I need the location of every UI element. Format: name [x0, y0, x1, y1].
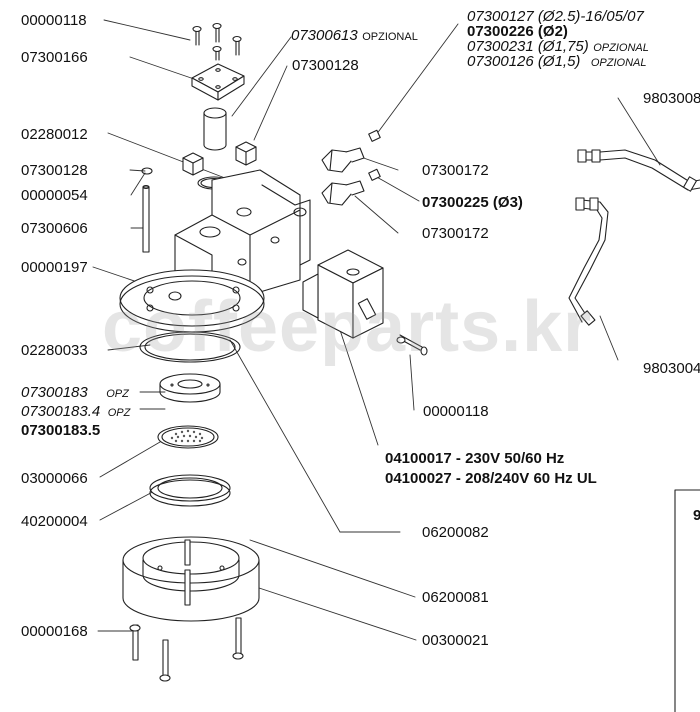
pipe-9803008: [577, 149, 700, 192]
label-07300606: 07300606: [21, 220, 88, 237]
label-07300183-5: 07300183.5: [21, 422, 101, 439]
washer-00000054: [141, 167, 153, 175]
pin-07300606: [142, 184, 150, 253]
nut-right: [235, 141, 257, 166]
pipe-9803004: [568, 197, 609, 326]
label-07300613-opz: OPZIONAL: [362, 31, 418, 43]
label-00000118-top: 00000118: [21, 12, 87, 29]
label-02280033: 02280033: [21, 342, 88, 359]
label-9-edge: 9: [693, 507, 700, 524]
label-07300226: 07300226 (Ø2): [467, 23, 568, 40]
top-plate: [191, 63, 245, 101]
shower-holder: [159, 373, 221, 403]
label-07300613-group: 07300613 OPZIONAL: [291, 28, 418, 44]
coil-screw: [396, 334, 428, 356]
label-07300126: 07300126 (Ø1,5): [467, 53, 581, 70]
label-07300166: 07300166: [21, 49, 88, 66]
label-07300127: 07300127 (Ø2.5)-16/05/07: [467, 8, 644, 25]
next-sheet-frame: [674, 489, 700, 712]
fitting-upper: [321, 147, 365, 173]
solenoid-coil: [302, 249, 384, 339]
shower-screen: [157, 425, 219, 449]
label-07300613: 07300613: [291, 27, 358, 44]
label-00300021: 00300021: [422, 632, 489, 649]
label-07300172-a: 07300172: [422, 162, 489, 179]
label-07300231-opz: OPZIONAL: [593, 42, 649, 54]
label-07300225: 07300225 (Ø3): [422, 194, 523, 211]
bottom-screws: [129, 569, 244, 682]
label-03000066: 03000066: [21, 470, 88, 487]
group-ring: [122, 536, 260, 622]
label-07300128-b: 07300128: [21, 162, 88, 179]
label-07300126-group: 07300126 (Ø1,5) OPZIONAL: [467, 54, 647, 70]
label-06200082: 06200082: [422, 524, 489, 541]
label-00000197: 00000197: [21, 259, 88, 276]
label-07300183-4: 07300183.4: [21, 403, 101, 420]
label-04100027: 04100027 - 208/240V 60 Hz UL: [385, 470, 597, 487]
watermark-text: coffeeparts.kr: [102, 287, 593, 367]
label-07300172-b: 07300172: [422, 225, 489, 242]
label-00000054: 00000054: [21, 187, 88, 204]
solenoid-core: [203, 107, 227, 151]
gasket-02280033: [139, 331, 241, 363]
label-07300183-group: 07300183 OPZ: [21, 385, 129, 401]
label-07300128-a: 07300128: [292, 57, 359, 74]
label-00000168: 00000168: [21, 623, 88, 640]
gasket-40200004: [149, 474, 231, 507]
label-07300183: 07300183: [21, 384, 88, 401]
top-screws: [192, 22, 242, 61]
label-07300183-4-group: 07300183.4 OPZ: [21, 404, 130, 420]
label-02280012: 02280012: [21, 126, 88, 143]
label-40200004: 40200004: [21, 513, 88, 530]
label-00000118-mid: 00000118: [423, 403, 489, 420]
label-9803008: 9803008: [643, 90, 700, 107]
label-07300231: 07300231 (Ø1,75): [467, 38, 589, 55]
leader-lines: [92, 19, 661, 641]
nut-left: [182, 152, 204, 176]
group-flange: [119, 269, 265, 333]
fitting-lower: [321, 180, 365, 206]
label-07300183-4-opz: OPZ: [107, 407, 131, 419]
label-07300126-opz: OPZIONAL: [590, 57, 647, 69]
label-04100017: 04100017 - 230V 50/60 Hz: [385, 450, 565, 467]
label-9803004: 9803004: [643, 360, 700, 377]
label-07300231-group: 07300231 (Ø1,75) OPZIONAL: [467, 39, 649, 55]
jet-upper: [368, 129, 381, 142]
label-06200081: 06200081: [422, 589, 489, 606]
label-07300183-opz: OPZ: [106, 388, 129, 400]
jet-lower: [368, 168, 381, 181]
